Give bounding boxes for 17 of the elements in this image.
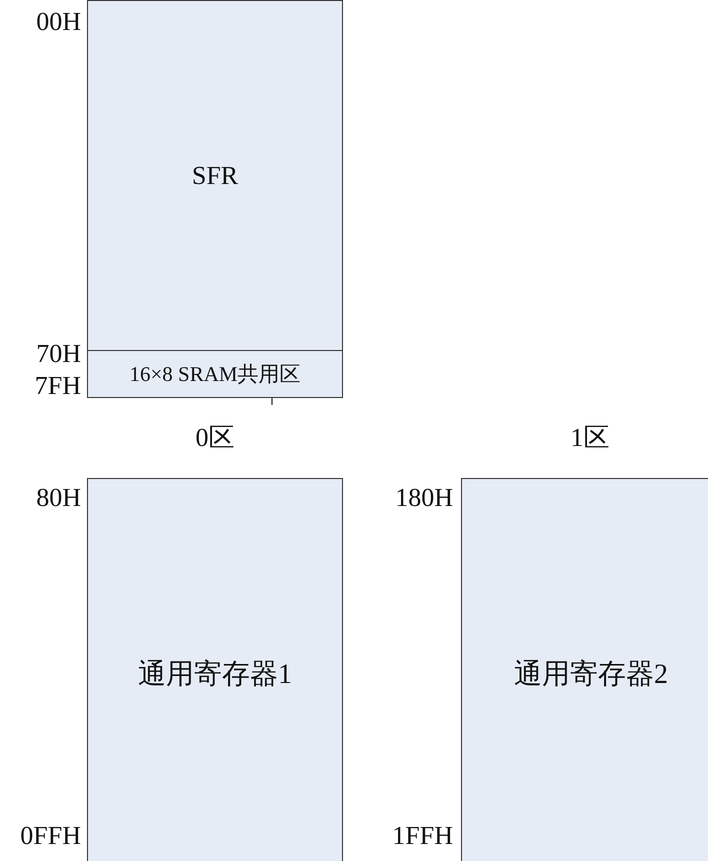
address-label: 7FH bbox=[34, 373, 81, 399]
memory-region-box bbox=[87, 478, 343, 861]
bank-label: 0区 bbox=[196, 425, 234, 451]
memory-region-box bbox=[87, 0, 343, 352]
address-label: 180H bbox=[395, 485, 453, 511]
memory-region-box bbox=[461, 478, 708, 861]
region-label: 通用寄存器2 bbox=[514, 658, 668, 692]
region-label: SFR bbox=[192, 161, 238, 191]
address-label: 00H bbox=[36, 9, 81, 35]
address-label: 80H bbox=[36, 485, 81, 511]
region-label: 16×8 SRAM共用区 bbox=[129, 361, 301, 388]
address-label: 1FFH bbox=[392, 823, 453, 849]
address-label: 0FFH bbox=[20, 823, 81, 849]
shared-region-box bbox=[87, 350, 343, 398]
bank-label: 1区 bbox=[570, 425, 610, 451]
region-label: 通用寄存器1 bbox=[138, 658, 292, 692]
address-label: 70H bbox=[36, 341, 81, 367]
